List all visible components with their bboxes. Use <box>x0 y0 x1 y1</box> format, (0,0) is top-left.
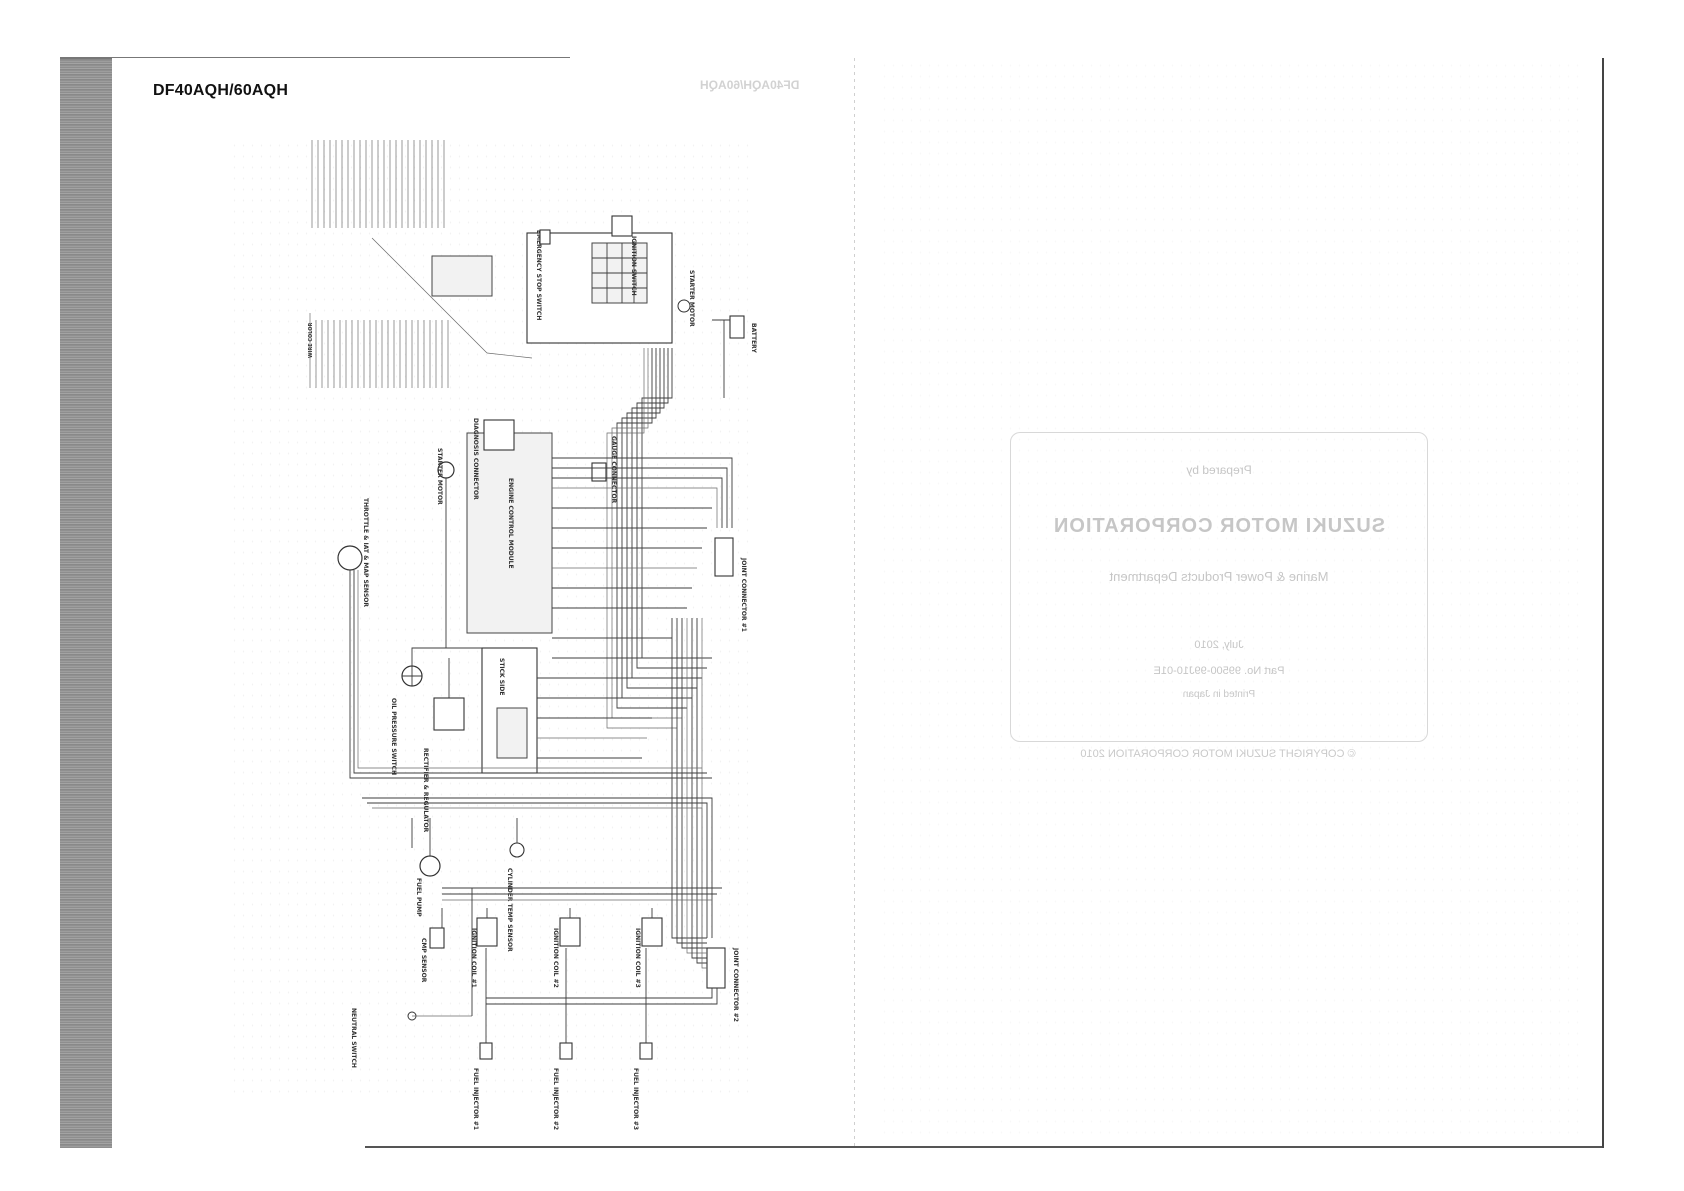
svg-text:FUEL INJECTOR #3: FUEL INJECTOR #3 <box>632 1068 639 1130</box>
svg-text:NEUTRAL SWITCH: NEUTRAL SWITCH <box>350 1008 357 1068</box>
wiring-bundle <box>349 348 733 1043</box>
fuel-pump: FUEL PUMP <box>415 855 441 917</box>
svg-text:JOINT CONNECTOR #1: JOINT CONNECTOR #1 <box>740 557 747 632</box>
printed-in: Printed in Japan <box>1011 689 1427 700</box>
copyright-text: © COPYRIGHT SUZUKI MOTOR CORPORATION 201… <box>1080 748 1356 760</box>
company-name-text: SUZUKI MOTOR CORPORATION <box>1052 515 1386 537</box>
legend-leader-line <box>371 237 488 354</box>
department-text: Marine & Power Products Department <box>1109 569 1329 584</box>
throttle-iat-map-sensor: THROTTLE & IAT & MAP SENSOR <box>337 498 369 607</box>
svg-text:IGNITION COIL #3: IGNITION COIL #3 <box>634 928 641 988</box>
rectifier-regulator: RECTIFIER & REGULATOR <box>422 697 465 833</box>
ignition-switch-label: IGNITION SWITCH <box>630 236 637 296</box>
fuel-injectors: FUEL INJECTOR #1 FUEL INJECTOR #2 FUEL I… <box>472 1042 653 1130</box>
legend-swatches <box>309 140 449 388</box>
svg-text:STARTER MOTOR: STARTER MOTOR <box>436 448 443 505</box>
publication-date-text: July, 2010 <box>1194 639 1244 651</box>
svg-text:RECTIFIER & REGULATOR: RECTIFIER & REGULATOR <box>422 748 429 833</box>
stick-side-module: STICK SIDE <box>481 647 538 774</box>
legend-title: WIRE COLOR <box>308 322 314 358</box>
engine-control-module: ENGINE CONTROL MODULE <box>466 432 553 634</box>
svg-text:BATTERY: BATTERY <box>750 323 757 353</box>
svg-text:THROTTLE & IAT & MAP SENSOR: THROTTLE & IAT & MAP SENSOR <box>362 498 369 607</box>
cylinder-temp-sensor: CYLINDER TEMP SENSOR <box>506 842 525 952</box>
part-number: Part No. 99500-99J10-01E <box>1011 665 1427 677</box>
company-name: SUZUKI MOTOR CORPORATION <box>1011 515 1427 538</box>
svg-text:JOINT CONNECTOR #2: JOINT CONNECTOR #2 <box>732 947 739 1022</box>
legend-leader-line <box>486 352 533 359</box>
oil-pressure-switch: OIL PRESSURE SWITCH <box>390 665 423 775</box>
wire-color-legend: WIRE COLOR <box>308 140 449 388</box>
svg-text:CYLINDER TEMP SENSOR: CYLINDER TEMP SENSOR <box>506 868 513 952</box>
ignition-coils: IGNITION COIL #1 IGNITION COIL #2 IGNITI… <box>470 917 663 988</box>
bottom-rule <box>365 1146 1602 1148</box>
svg-text:STICK SIDE: STICK SIDE <box>498 658 505 695</box>
wiring-diagram: WIRE COLOR <box>308 140 757 1130</box>
starter-motor-relay: STARTER MOTOR <box>677 270 695 327</box>
right-page <box>858 58 1604 1148</box>
svg-text:STARTER MOTOR: STARTER MOTOR <box>688 270 695 327</box>
battery: BATTERY <box>712 315 757 398</box>
ignition-switch-panel: IGNITION SWITCH EMERGENCY STOP SWITCH <box>526 215 673 344</box>
publication-date: July, 2010 <box>1011 639 1427 651</box>
svg-text:DIAGNOSIS CONNECTOR: DIAGNOSIS CONNECTOR <box>472 418 479 500</box>
department: Marine & Power Products Department <box>1011 569 1427 584</box>
svg-text:OIL PRESSURE SWITCH: OIL PRESSURE SWITCH <box>390 698 397 775</box>
copyright-notice: © COPYRIGHT SUZUKI MOTOR CORPORATION 201… <box>1018 748 1418 760</box>
scan-binding-edge <box>60 58 112 1148</box>
neutral-switch: NEUTRAL SWITCH <box>350 1008 417 1068</box>
svg-text:GAUGE CONNECTOR: GAUGE CONNECTOR <box>610 436 617 504</box>
joint-connectors: JOINT CONNECTOR #1 JOINT CONNECTOR #2 <box>706 537 747 1022</box>
cover-info-box: Prepared by SUZUKI MOTOR CORPORATION Mar… <box>1010 432 1428 742</box>
page-divider <box>854 58 855 1148</box>
svg-text:IGNITION COIL #2: IGNITION COIL #2 <box>552 928 559 988</box>
printed-in-text: Printed in Japan <box>1182 689 1256 700</box>
prepared-by-text: Prepared by <box>1186 463 1252 477</box>
cmp-sensor: CMP SENSOR <box>420 927 445 983</box>
remote-control-box <box>431 255 493 297</box>
starter-motor: STARTER MOTOR <box>436 448 455 505</box>
svg-text:ENGINE CONTROL MODULE: ENGINE CONTROL MODULE <box>507 478 514 569</box>
diagnosis-connector: DIAGNOSIS CONNECTOR <box>472 418 515 500</box>
svg-text:IGNITION COIL #1: IGNITION COIL #1 <box>470 928 477 988</box>
prepared-by: Prepared by <box>1011 463 1427 477</box>
gauge-connector: GAUGE CONNECTOR <box>591 436 617 504</box>
part-number-text: Part No. 99500-99J10-01E <box>1153 665 1285 677</box>
emergency-stop-label: EMERGENCY STOP SWITCH <box>535 230 542 320</box>
svg-text:FUEL INJECTOR #2: FUEL INJECTOR #2 <box>552 1068 559 1130</box>
model-title: DF40AQH/60AQH <box>153 82 289 99</box>
svg-text:FUEL INJECTOR #1: FUEL INJECTOR #1 <box>472 1068 479 1130</box>
svg-text:CMP SENSOR: CMP SENSOR <box>420 938 427 983</box>
svg-text:FUEL PUMP: FUEL PUMP <box>415 878 422 917</box>
